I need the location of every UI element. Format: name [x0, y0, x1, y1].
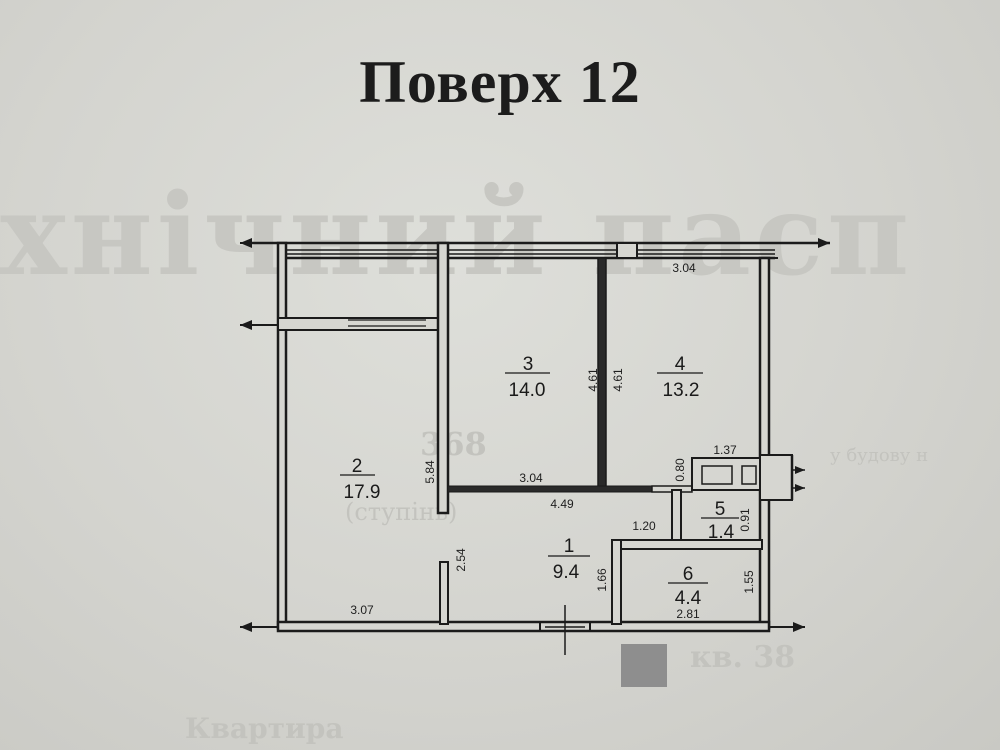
- room-4-number: 4: [675, 354, 686, 375]
- arrow-right-icon: [795, 484, 805, 492]
- dim-room4-width: 3.04: [672, 261, 696, 275]
- background-faded-text: у будову н: [830, 445, 929, 466]
- wall-outcrop: [759, 454, 793, 501]
- floor-title: Поверх 12: [359, 49, 641, 115]
- redaction-square: [621, 644, 667, 687]
- room-1-area: 9.4: [553, 562, 580, 583]
- wall-left: [276, 241, 288, 630]
- arrow-right-icon: [818, 238, 830, 248]
- dim-corridor-height: 2.54: [454, 548, 468, 572]
- ventilation-shaft: [701, 465, 733, 485]
- wall-pier: [616, 242, 638, 259]
- dim-room3-width: 3.04: [519, 471, 543, 485]
- wall-room2-corridor: [439, 561, 449, 625]
- room-4-area: 13.2: [663, 380, 700, 401]
- wall-room6-top: [611, 539, 763, 550]
- room-6-number: 6: [683, 564, 694, 585]
- room-2-number: 2: [352, 456, 363, 477]
- dim-room6-width: 2.81: [676, 607, 700, 621]
- arrow-left-icon: [240, 622, 252, 632]
- dim-room3-height: 4.61: [586, 368, 600, 392]
- background-faded-text: хнічний пасп: [0, 170, 914, 301]
- dim-room5-height: 0.91: [738, 508, 752, 532]
- dim-room2-width: 3.07: [350, 603, 374, 617]
- dim-room6-right: 1.55: [742, 570, 756, 594]
- wall-room2-room3: [436, 241, 450, 515]
- dim-room4-height: 4.61: [611, 368, 625, 392]
- arrow-left-icon: [240, 238, 252, 248]
- background-faded-text: кв. 38: [690, 640, 796, 675]
- wall-bottom: [276, 620, 771, 633]
- dim-bath-height: 0.80: [673, 458, 687, 482]
- dim-corridor-width: 4.49: [550, 497, 574, 511]
- wall-right: [758, 256, 771, 630]
- room-2-area: 17.9: [344, 482, 381, 503]
- room-labels: 2 17.9 3 14.0 4 13.2 1 9.4 5 1.4 6 4.4: [340, 354, 739, 609]
- dim-room6-left: 1.66: [595, 568, 609, 592]
- dimension-labels: 3.04 4.61 4.61 5.84 3.07 3.04 4.49 2.54 …: [350, 261, 756, 621]
- room-5-area: 1.4: [708, 522, 735, 543]
- arrow-right-icon: [793, 622, 805, 632]
- room-3-number: 3: [523, 354, 534, 375]
- arrow-left-icon: [240, 320, 252, 330]
- wall-room3-corridor: [447, 485, 661, 493]
- dim-room2-height: 5.84: [423, 460, 437, 484]
- walls: [240, 241, 830, 655]
- room-6-area: 4.4: [675, 588, 702, 609]
- wall-room6-left: [611, 539, 622, 625]
- room-3-area: 14.0: [509, 380, 546, 401]
- dimension-arrows: [240, 238, 830, 632]
- background-faded-text: 368: [420, 425, 487, 463]
- wall-room5-left: [671, 489, 682, 543]
- background-faded-text: Квартира: [185, 712, 344, 745]
- dim-corridor-notch: 1.20: [632, 519, 656, 533]
- dim-bath-top-width: 1.37: [713, 443, 737, 457]
- room-5-number: 5: [715, 499, 726, 520]
- room-1-number: 1: [564, 536, 575, 557]
- arrow-right-icon: [795, 466, 805, 474]
- ventilation-shaft: [741, 465, 757, 485]
